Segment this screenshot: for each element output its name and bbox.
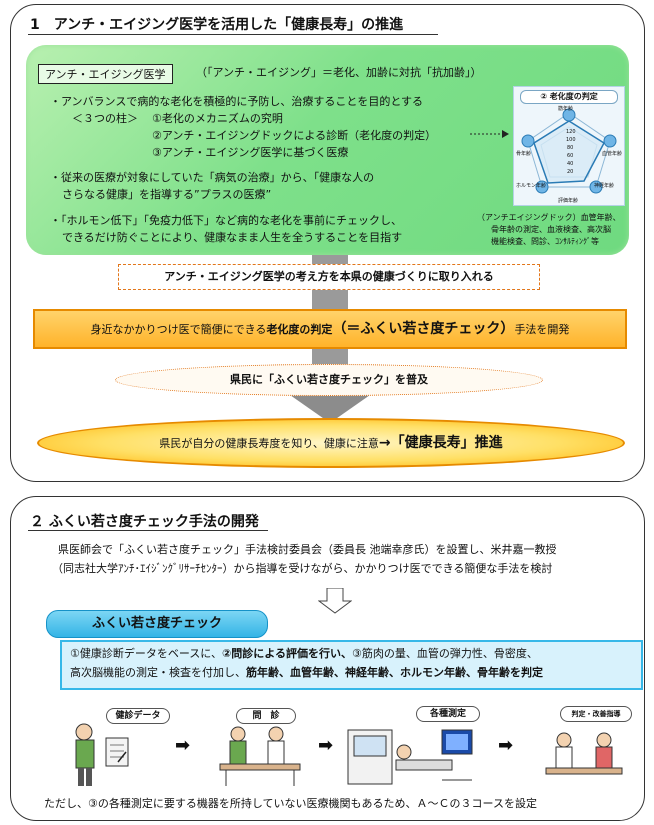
bullet-plus-medicine-line1: ・従来の医療が対象にしていた「病気の治療」から、「健康な人の [50, 171, 375, 184]
check-description-line1: ①健康診断データをベースに、②問診による評価を行い、③筋肉の量、血管の弾力性、骨… [70, 644, 633, 663]
step-interview-illustration [210, 700, 310, 790]
radar-tick-100: 100 [566, 137, 576, 143]
step-arrow-2: ➡ [318, 735, 334, 756]
check-desc-1b: ②問診による評価を行い、 [221, 647, 352, 660]
pillar-2: ②アンチ・エイジングドックによる診断（老化度の判定） [152, 129, 437, 142]
bullet-plus-medicine-line2: さらなる健康」を指導する”プラスの医療” [62, 188, 272, 201]
fukui-check-description: ①健康診断データをベースに、②問診による評価を行い、③筋肉の量、血管の弾力性、骨… [60, 640, 643, 690]
flow-develop-part-c: （＝ふくい若さ度チェック） [332, 321, 515, 337]
aging-degree-diagram: ② 老化度の判定 筋年齢 血管年齢 神経年齢 評価年齢 ホルモン年齢 骨年齢 1… [513, 86, 625, 206]
radar-label-hormone: ホルモン年齢 [516, 183, 547, 189]
flow-develop-part-d: 手法を開発 [514, 323, 570, 336]
anti-aging-tag: アンチ・エイジング医学 [38, 64, 173, 84]
dock-note-line3: 機能検査、問診、ｺﾝｻﾙﾃｨﾝｸﾞ等 [491, 237, 599, 246]
dock-note-line2: 骨年齢の測定、血液検査、高次脳 [491, 225, 611, 234]
flow-develop-part-b: 老化度の判定 [266, 323, 333, 336]
dotted-arrow-to-diagram [470, 130, 509, 138]
check-desc-2b: 筋年齢、血管年齢、神経年齢、ホルモン年齢、骨年齢を判定 [246, 666, 543, 679]
step-judgement-illustration [534, 700, 634, 790]
check-desc-2a: 高次脳機能の測定・検査を付加し、 [70, 666, 246, 679]
flow-longevity-part-a: 県民が自分の健康長寿度を知り、健康に注意 [159, 437, 379, 450]
radar-label-vessel: 血管年齢 [602, 151, 623, 157]
step-measurement-label: 各種測定 [416, 706, 480, 722]
flow-step-adopt: アンチ・エイジング医学の考え方を本県の健康づくりに取り入れる [118, 264, 540, 290]
step-arrow-1: ➡ [175, 735, 191, 756]
radar-tick-40: 40 [567, 161, 574, 167]
fukui-check-tag: ふくい若さ度チェック [46, 610, 268, 638]
step-interview-label: 問 診 [236, 708, 296, 724]
section1-title-underline [28, 34, 438, 35]
pillar-3: ③アンチ・エイジング医学に基づく医療 [152, 146, 349, 159]
radar-chart-icon [521, 108, 617, 194]
measurement-equipment-icon [347, 729, 473, 785]
bullet-prevention-line1: ・「ホルモン低下」「免疫力低下」など病的な老化を事前にチェックし、 [50, 214, 402, 227]
flow-step-healthy-longevity: 県民が自分の健康長寿度を知り、健康に注意→「健康長寿」推進 [37, 418, 625, 468]
flow-longevity-part-b: →「健康長寿」推進 [378, 435, 503, 451]
section2-title-underline [28, 530, 268, 531]
anti-aging-definition: （「アンチ・エイジング」＝老化、加齢に対抗「抗加齢」） [196, 66, 482, 79]
section2-description-line2: （同志社大学ｱﾝﾁ･ｴｲｼﾞﾝｸﾞﾘｻｰﾁｾﾝﾀｰ）から指導を受けながら、かかり… [52, 562, 553, 575]
section2-title: ２ ふくい若さ度チェック手法の開発 [30, 514, 259, 530]
doctor-with-chart-icon [75, 723, 129, 786]
bullet-prevention-line2: できるだけ防ぐことにより、健康なまま人生を全うすることを目指す [62, 231, 403, 244]
radar-label-nerve: 神経年齢 [594, 183, 615, 189]
radar-tick-120: 120 [566, 129, 576, 135]
diagram-title: ② 老化度の判定 [520, 90, 618, 104]
section2-description-line1: 県医師会で「ふくい若さ度チェック」手法検討委員会（委員長 池端幸彦氏）を設置し、… [58, 543, 557, 556]
section2-down-arrow [318, 588, 352, 614]
consultation-icon [219, 726, 301, 786]
step-checkup-label: 健診データ [106, 708, 170, 724]
check-description-line2: 高次脳機能の測定・検査を付加し、筋年齢、血管年齢、神経年齢、ホルモン年齢、骨年齢… [70, 663, 633, 682]
step-checkup-illustration [66, 700, 156, 790]
radar-label-muscle: 筋年齢 [558, 106, 574, 112]
radar-label-evaluation: 評価年齢 [558, 198, 579, 204]
section1-title: 1 アンチ・エイジング医学を活用した「健康長寿」の推進 [30, 17, 404, 33]
dock-note-line1: （アンチエイジングドック）血管年齢、 [477, 213, 621, 222]
judgement-guidance-icon [545, 732, 623, 775]
radar-tick-20: 20 [567, 169, 574, 175]
check-desc-1a: ①健康診断データをベースに、 [70, 647, 222, 660]
flow-step-develop: 身近なかかりつけ医で簡便にできる老化度の判定（＝ふくい若さ度チェック）手法を開発 [33, 309, 627, 349]
step-arrow-3: ➡ [498, 735, 514, 756]
pillars-label: ＜３つの柱＞ [72, 112, 138, 125]
radar-label-bone: 骨年齢 [516, 151, 532, 157]
check-desc-1c: ③筋肉の量、血管の弾力性、骨密度、 [351, 647, 538, 660]
flow-step-spread: 県民に「ふくい若さ度チェック」を普及 [115, 364, 543, 396]
step-measurement-illustration [346, 700, 476, 795]
pillar-1: ①老化のメカニズムの究明 [152, 112, 283, 125]
flow-develop-part-a: 身近なかかりつけ医で簡便にできる [90, 323, 267, 336]
section2-footer-note: ただし、③の各種測定に要する機器を所持していない医療機関もあるため、Ａ～Ｃの３コ… [44, 797, 537, 810]
bullet-purpose: ・アンバランスで病的な老化を積極的に予防し、治療することを目的とする [50, 95, 424, 108]
radar-tick-60: 60 [567, 153, 574, 159]
step-judgement-label: 判定・改善指導 [560, 706, 632, 722]
radar-tick-80: 80 [567, 145, 574, 151]
